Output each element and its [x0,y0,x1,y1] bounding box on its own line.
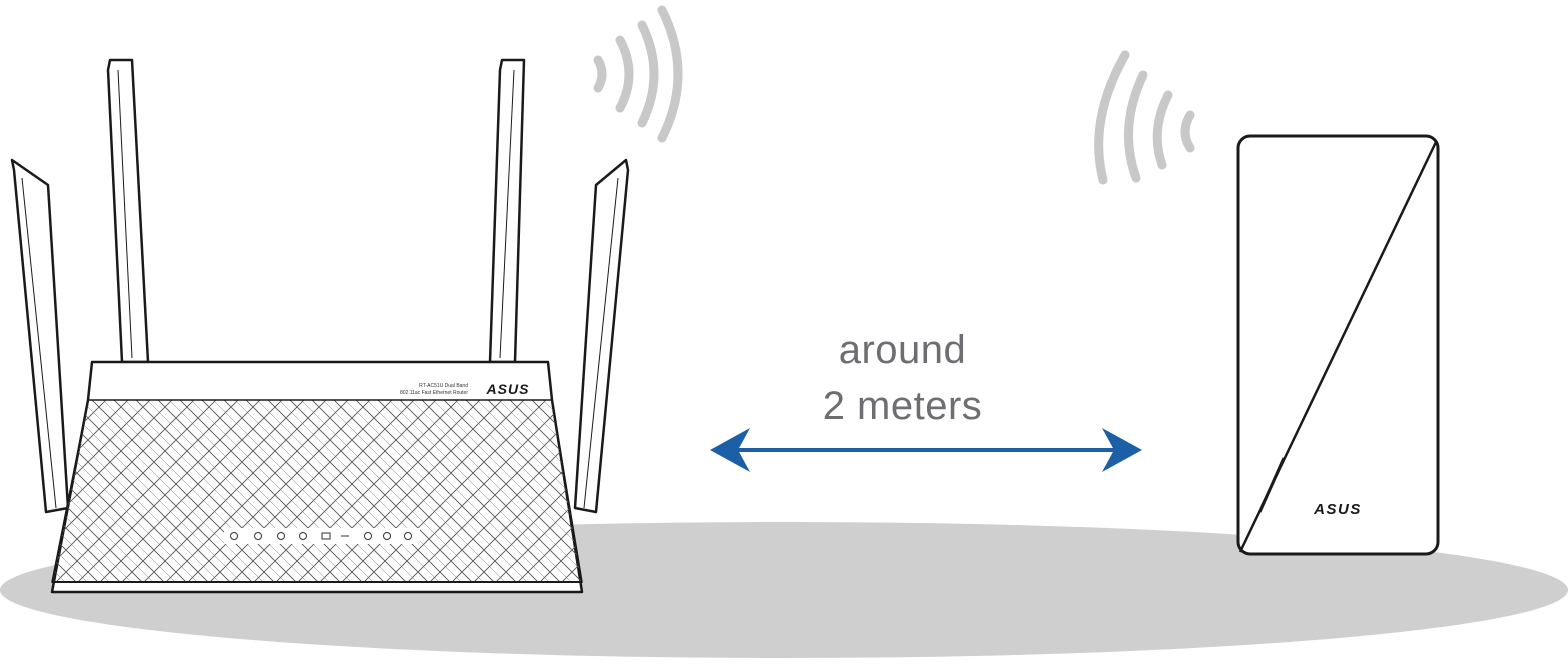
router-led-icons [230,532,412,540]
range-extender: ASUS [1236,134,1440,556]
wifi-signal-icon [1094,50,1195,185]
router-model-line1: RT-AC51U Dual Band [419,383,468,389]
lan-led-icon [277,532,285,540]
extender-brand-logo: ASUS [1313,501,1362,518]
wifi-signal-icon [593,5,683,143]
router-front-mesh [51,399,583,583]
led-24g-icon [383,532,391,540]
distance-label-line1: around [838,328,967,372]
router-antenna-left-outer [10,158,70,514]
router: RT-AC51U Dual Band 802.11ac Fast Etherne… [10,58,630,594]
power-led-icon [230,532,238,540]
distance-label-line2: 2 meters [822,384,983,428]
led-extra-icon [404,532,412,540]
wifi-led-icon [254,532,262,540]
router-antenna-left-inner [106,58,150,364]
wan-led-icon [299,532,307,540]
router-brand-logo: ASUS [486,381,530,397]
extender-button [1258,457,1286,513]
wps-led-icon [321,532,331,540]
router-model-line2: 802.11ac Fast Ethernet Router [400,390,468,396]
double-arrow-icon [710,428,1142,472]
led-5g-icon [364,532,372,540]
